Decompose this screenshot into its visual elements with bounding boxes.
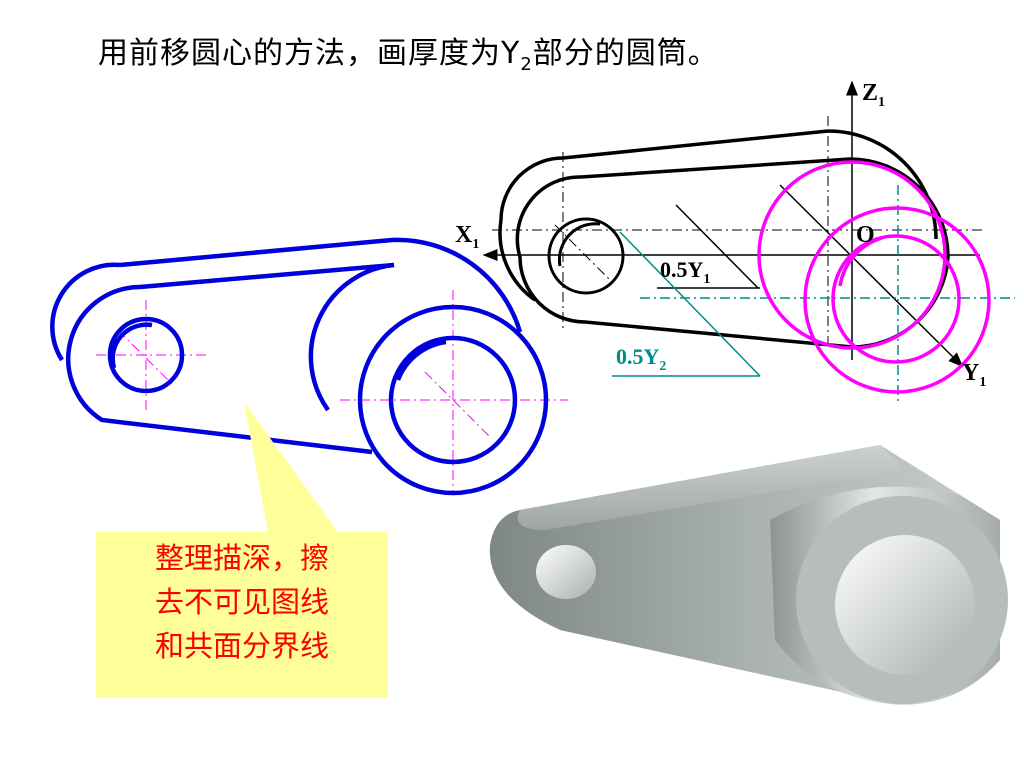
cylinder-inner-back-arc [838,236,883,287]
result-drawing [50,237,568,496]
x-axis-label: X1 [455,222,479,252]
result-cylinder-d-centerline [424,371,491,438]
small-hole-diagonal-centerline [554,224,613,283]
plate-front-outline [515,157,950,349]
cylinder-inner-circle [831,234,961,364]
z-axis-label: Z1 [862,80,885,110]
result-cylinder-inner-back-arc [395,339,447,381]
3d-model-render [489,445,1008,705]
result-small-hole-back-arc [110,322,153,369]
plate-left-side-arc [498,219,537,302]
result-cylinder-back-arc [308,262,395,412]
result-small-hole-d-centerline [117,329,173,385]
callout-text: 整理描深，擦 去不可见图线 和共面分界线 [96,532,388,696]
title-text-end: 部分的圆筒。 [532,36,719,71]
callout-line-3: 和共面分界线 [154,629,329,663]
small-hole-front [547,217,625,295]
cylinder-outer-circle-1 [757,160,947,350]
model-cylinder-bore [835,535,975,675]
result-cylinder-inner-circle [388,335,518,465]
origin-label: O [856,222,875,248]
dim-y2-label: 0.5Y2 [616,344,666,374]
callout-line-1: 整理描深，擦 [154,541,329,575]
small-hole-back-arc [557,222,601,267]
dim-y1-slant [675,204,759,289]
callout-box [96,532,388,698]
result-cylinder-outer-circle [357,304,549,496]
construction-drawing: Z1 X1 Y1 O 0.5Y1 0.5Y2 [455,80,1015,405]
cylinder-outer-circle-2 [803,206,991,394]
dim-y2-slant [619,231,761,377]
y-axis-label: Y1 [962,360,986,390]
dim-y1-label: 0.5Y1 [660,257,710,287]
result-plate-front-outline [66,284,373,455]
model-small-hole [536,545,596,599]
title-subscript: 2 [520,54,533,75]
plate-back-left-arc [499,156,564,221]
plate-back-top-edge [562,129,938,240]
callout-pointer [244,402,338,532]
result-plate-front-top-edge [139,262,395,290]
model-plate-top-face [517,445,905,530]
y-axis [779,184,964,368]
result-plate-back-left-arc [50,262,121,362]
slide-title: 用前移圆心的方法，画厚度为Y2部分的圆筒。 [98,28,719,75]
result-plate-back-top-edge [119,237,523,333]
callout-line-2: 去不可见图线 [154,585,329,619]
title-text: 用前移圆心的方法，画厚度为Y [98,36,521,71]
result-small-hole [107,316,185,394]
